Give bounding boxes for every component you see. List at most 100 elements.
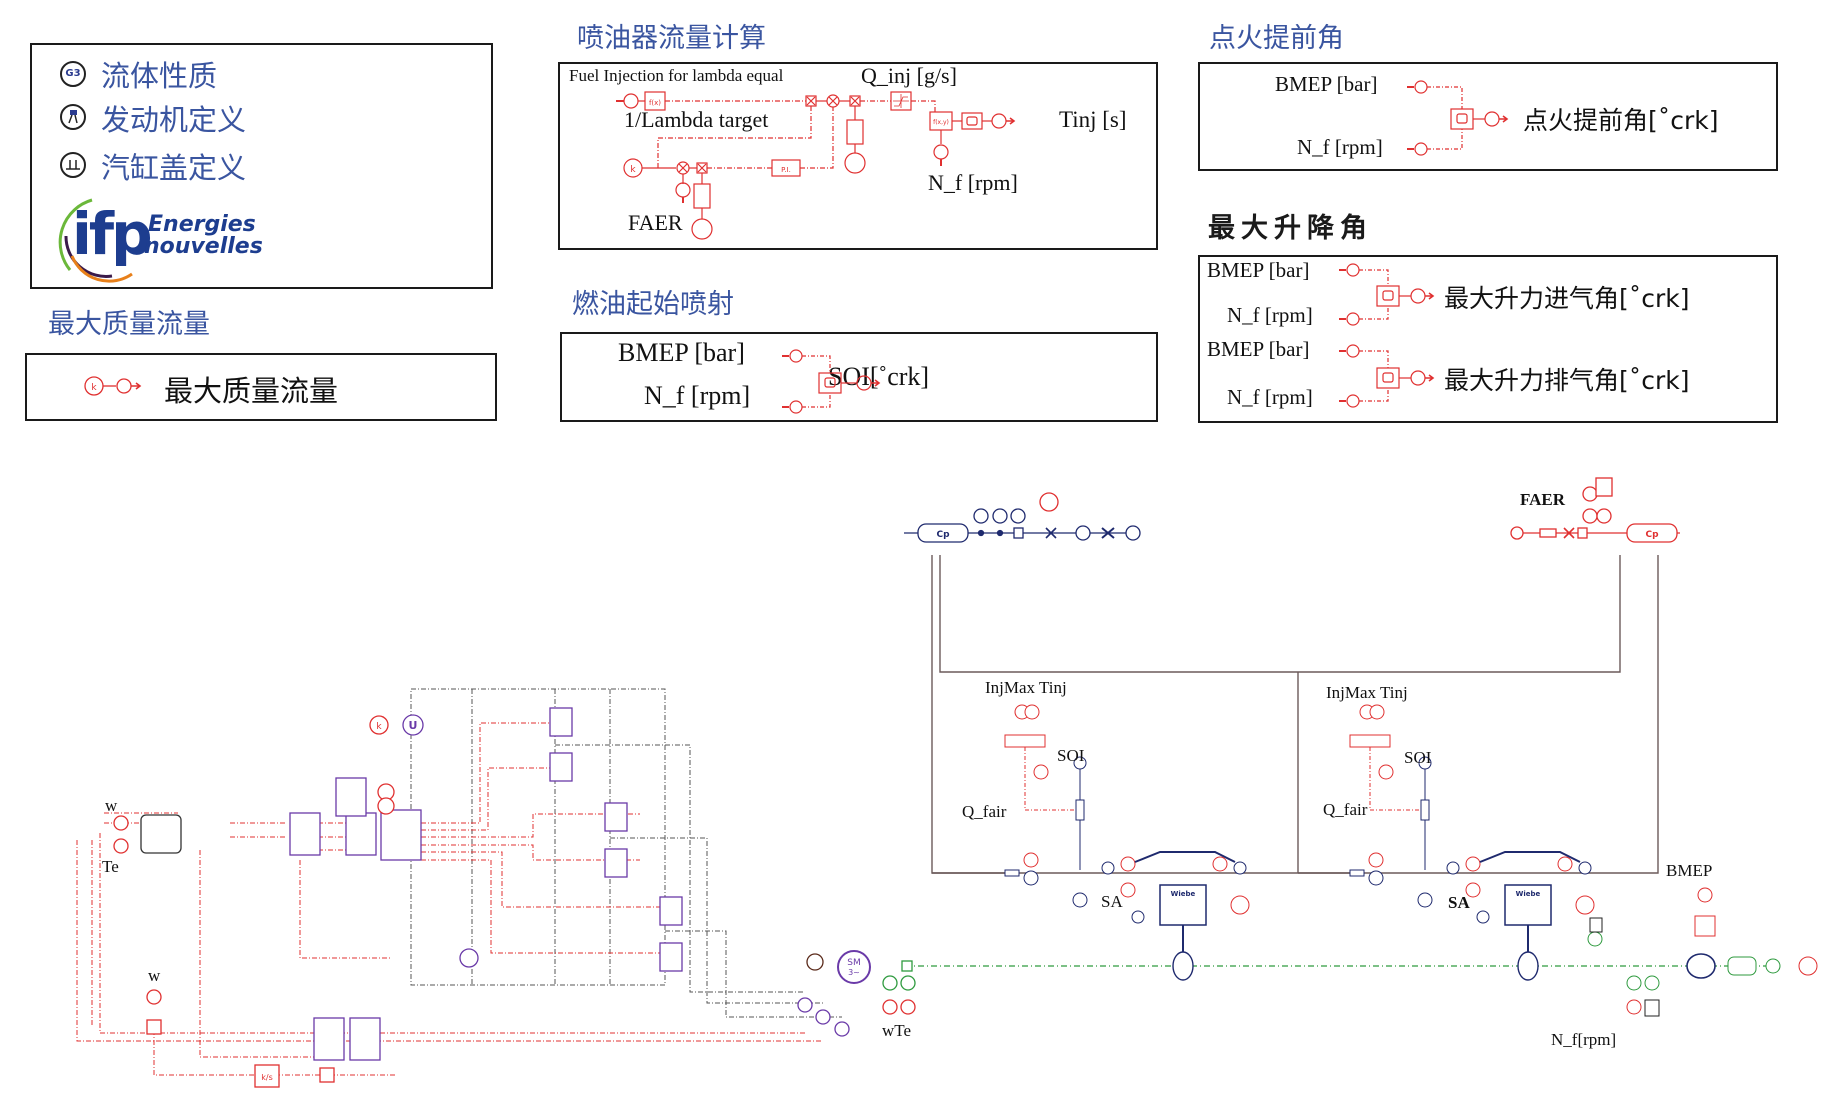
- cylinder-2-qfair-port: [1368, 852, 1384, 868]
- intake-cp-text: Cp: [936, 530, 950, 540]
- w-bottom-label: w: [148, 966, 161, 985]
- cylinder-1-intake-valve-cmd: [1120, 856, 1136, 872]
- lambda-sensor: [1582, 508, 1598, 524]
- cylinder-2-intake-valve-cmd: [1465, 856, 1481, 872]
- lift-in-bmep-2: BMEP [bar]: [1207, 337, 1310, 361]
- dc-bus: [410, 688, 842, 1018]
- gain-block: [146, 1019, 162, 1035]
- cylinder-1-tinj-port: [1024, 704, 1040, 720]
- cylinder-2-intake-angle: [1446, 861, 1460, 875]
- cylinder-2-spark-sensor: [1417, 892, 1433, 908]
- cylinder-2-tinj-port: [1369, 704, 1385, 720]
- w-input-port: [113, 815, 129, 831]
- spark-in-nf: N_f [rpm]: [1297, 135, 1383, 159]
- voltmeter: [459, 948, 479, 968]
- logo-line1: Energies: [148, 212, 256, 237]
- cylinder-1-intake-runner: [1004, 869, 1020, 877]
- engine-definition-icon[interactable]: [60, 104, 86, 130]
- faer-schematic-label: FAER: [1520, 490, 1566, 509]
- cylinder-1-exhaust-valve-cmd: [1212, 856, 1228, 872]
- dc-k-text: k: [376, 722, 382, 732]
- throttle: [1045, 527, 1057, 539]
- exhaust-cp-text: Cp: [1645, 530, 1659, 540]
- pressure-sensor: [973, 508, 989, 524]
- power-electronics: SM 3~: [140, 707, 871, 1061]
- cylinder-head-icon[interactable]: [60, 152, 86, 178]
- abc-transform-3: [313, 1017, 345, 1061]
- cyl1-sa-label: SA: [1101, 892, 1123, 911]
- speed-sensor: [882, 975, 898, 991]
- dc-source-text: U: [409, 719, 418, 732]
- wte-label: wTe: [882, 1021, 912, 1040]
- bmep-output-port: [1697, 887, 1713, 903]
- shaft-torque-sensor: [1644, 975, 1660, 991]
- shaft-speed-sensor: [1626, 975, 1642, 991]
- lift-out-exhaust: 最大升力排气角[˚crk]: [1444, 366, 1690, 395]
- exhaust-ambient: [1510, 526, 1524, 540]
- thyristor-2b: [604, 848, 628, 878]
- cylinder-2-assembly: Wiebe: [1349, 704, 1595, 981]
- cylinder-2-mass-flow-sensor: [1368, 870, 1384, 886]
- fluid-properties-icon[interactable]: G3: [60, 61, 86, 87]
- thyristor-3a: [659, 896, 683, 926]
- k-gain-block: [319, 1067, 335, 1083]
- integrator-text: k/s: [261, 1073, 273, 1082]
- spark-out: 点火提前角[˚crk]: [1523, 106, 1719, 135]
- abc-transform-1: [289, 812, 321, 856]
- cylinder-1-exhaust-angle: [1233, 861, 1247, 875]
- legend-panel: [30, 43, 493, 289]
- load-torque: [1765, 958, 1781, 974]
- cylinder-1-crank-angle-sensor: [1131, 910, 1145, 924]
- spark-advance-title: 点火提前角: [1209, 23, 1344, 54]
- w-bottom-port: [146, 989, 162, 1005]
- w-top-label: w: [105, 796, 118, 815]
- max-mass-flow-box: [25, 353, 497, 421]
- cylinder-1-injector: [1075, 799, 1085, 821]
- cylinder-1-injmax-port: [1014, 704, 1030, 720]
- max-mass-flow-title: 最大质量流量: [48, 309, 210, 340]
- legend-item-engine-definition[interactable]: 发动机定义: [101, 103, 247, 137]
- temperature-port: [806, 953, 824, 971]
- air-filter: [1075, 525, 1091, 541]
- synchronous-machine: [837, 950, 871, 984]
- dc-voltage-source: [402, 714, 424, 736]
- logo-arc: [58, 198, 133, 283]
- cylinder-2-injector-calc: [1349, 734, 1391, 748]
- cylinder-2-exhaust-valve-cmd: [1557, 856, 1573, 872]
- lift-in-nf-2: N_f [rpm]: [1227, 385, 1313, 409]
- mass-flow-sensor: [1010, 508, 1026, 524]
- cyl1-soi-label: SOI: [1057, 746, 1085, 765]
- cylinder-1-assembly: Wiebe: [1004, 704, 1250, 981]
- clutch: [1686, 953, 1716, 979]
- cyl2-soi-label: SOI: [1404, 748, 1432, 767]
- cylinder-1-cylinder-body: [1159, 884, 1207, 926]
- lift-in-nf-1: N_f [rpm]: [1227, 303, 1313, 327]
- soi-title: 燃油起始喷射: [572, 289, 734, 320]
- intake-line: Cp: [904, 508, 1141, 543]
- cylinder-2-exhaust-angle: [1578, 861, 1592, 875]
- integrator-block: [254, 1064, 280, 1088]
- spark-in-bmep: BMEP [bar]: [1275, 72, 1378, 96]
- lift-in-bmep-1: BMEP [bar]: [1207, 258, 1310, 282]
- max-lift-box: [1198, 255, 1778, 423]
- te-input-port: [113, 838, 129, 854]
- legend-item-cylinder-head[interactable]: 汽缸盖定义: [101, 151, 247, 185]
- throttle-command-port: [1039, 492, 1059, 512]
- cylinder-1-qfair-port: [1023, 852, 1039, 868]
- current-sensor-3: [834, 1021, 850, 1037]
- soi-out: SOI[˚crk]: [828, 362, 930, 391]
- lambda-target-label: 1/Lambda target: [624, 107, 769, 132]
- load-command-port: [1798, 956, 1818, 976]
- cylinder-2-injmax-port: [1359, 704, 1375, 720]
- bmep-schematic-label: BMEP: [1666, 861, 1713, 880]
- cylinder-1-pressure-output: [1230, 895, 1250, 915]
- cylinder-1-spark-sensor: [1072, 892, 1088, 908]
- mechanical-sensors: [882, 960, 916, 991]
- cylinder-1-intake-angle: [1101, 861, 1115, 875]
- pwm-inverter: [380, 809, 422, 861]
- legend-item-fluid-properties[interactable]: 流体性质: [101, 59, 218, 93]
- injector-flow-title: 喷油器流量计算: [577, 23, 766, 54]
- max-mass-flow-label: 最大质量流量: [164, 374, 339, 408]
- ifp-logo: ifp Energies nouvelles: [52, 196, 263, 283]
- faer-gain: [1595, 477, 1613, 497]
